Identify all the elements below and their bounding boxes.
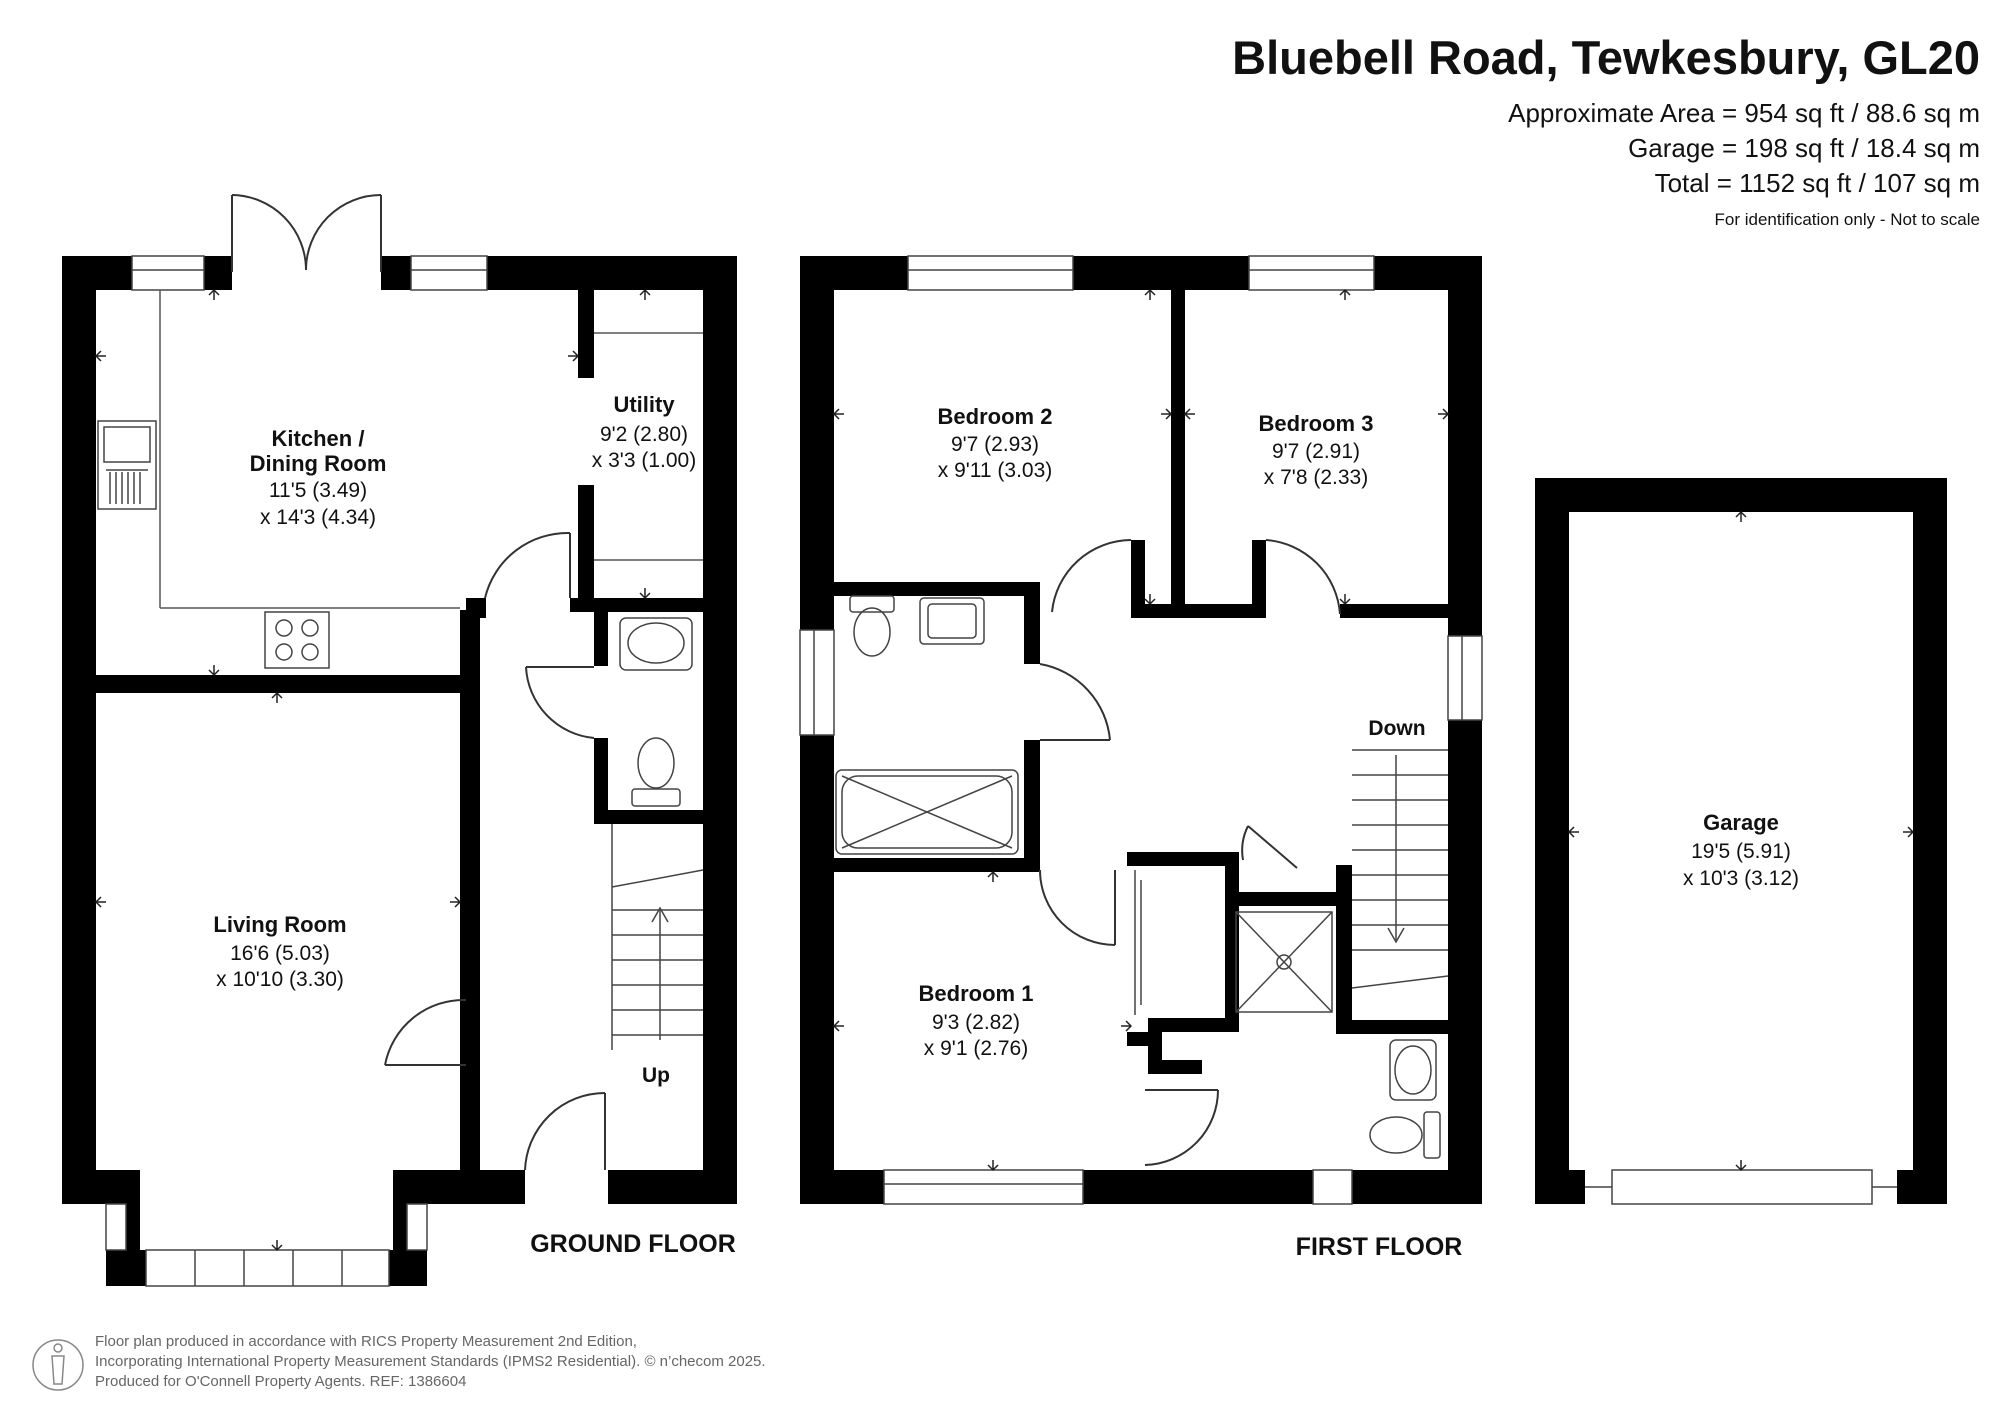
ground-floor-plan: Kitchen / Dining Room 11'5 (3.49) x 14'3…	[62, 194, 737, 1287]
footer: Floor plan produced in accordance with R…	[32, 1333, 766, 1391]
first-floor-label: FIRST FLOOR	[1296, 1233, 1463, 1261]
bedroom-2-label: Bedroom 2	[938, 404, 1053, 429]
identification-note: For identification only - Not to scale	[1714, 210, 1980, 229]
first-floor-plan: Bedroom 2 9'7 (2.93) x 9'11 (3.03) Bedro…	[799, 255, 1483, 1261]
header: Bluebell Road, Tewkesbury, GL20 Approxim…	[1232, 31, 1980, 229]
bedroom-2-dimension-2: x 9'11 (3.03)	[938, 459, 1053, 482]
garage-door	[1585, 1169, 1897, 1205]
footer-line-1: Floor plan produced in accordance with R…	[95, 1333, 637, 1350]
garage-label: Garage	[1703, 810, 1779, 835]
ground-floor-windows	[105, 255, 488, 1287]
bedroom-1-dimension-1: 9'3 (2.82)	[932, 1011, 1020, 1034]
living-room-label: Living Room	[213, 912, 346, 937]
total-area: Total = 1152 sq ft / 107 sq m	[1655, 168, 1980, 198]
first-floor-windows	[799, 255, 1483, 1205]
bedroom-2-dimension-1: 9'7 (2.93)	[951, 433, 1039, 456]
ground-floor-label: GROUND FLOOR	[530, 1230, 736, 1258]
approximate-area: Approximate Area = 954 sq ft / 88.6 sq m	[1508, 98, 1980, 128]
bedroom-1-dimension-2: x 9'1 (2.76)	[924, 1037, 1028, 1060]
kitchen-label-line-2: Dining Room	[250, 451, 387, 476]
bedroom-3-label: Bedroom 3	[1259, 411, 1374, 436]
shower-tray-icon	[1235, 911, 1333, 1013]
bedroom-3-dimension-1: 9'7 (2.91)	[1272, 440, 1360, 463]
wardrobe-icon	[1134, 870, 1142, 1015]
ground-floor-walls	[62, 256, 737, 1286]
ground-floor-stairs	[611, 824, 704, 1050]
kitchen-worktop	[159, 290, 703, 609]
bathtub-icon	[835, 769, 1019, 855]
first-floor-stairs	[1351, 749, 1449, 989]
garage-measure-arrows	[1567, 510, 1915, 1172]
kitchen-dimension-1: 11'5 (3.49)	[269, 479, 367, 502]
hob-icon	[264, 611, 330, 669]
kitchen-sink-icon	[97, 420, 157, 510]
utility-label: Utility	[613, 392, 675, 417]
bedroom-3-dimension-2: x 7'8 (2.33)	[1264, 466, 1368, 489]
wc-basin-icon	[619, 617, 693, 671]
living-room-dimension-2: x 10'10 (3.30)	[216, 968, 344, 991]
ensuite-basin-icon	[1389, 1039, 1437, 1101]
stairs-up-label: Up	[642, 1064, 670, 1087]
footer-line-3: Produced for O'Connell Property Agents. …	[95, 1373, 466, 1390]
kitchen-dimension-2: x 14'3 (4.34)	[260, 506, 376, 529]
living-room-dimension-1: 16'6 (5.03)	[230, 942, 330, 965]
first-floor-walls	[800, 256, 1482, 1204]
garage-plan: Garage 19'5 (5.91) x 10'3 (3.12)	[1535, 478, 1947, 1205]
ground-floor-doors	[384, 531, 606, 1171]
garage-area: Garage = 198 sq ft / 18.4 sq m	[1628, 133, 1980, 163]
ensuite-toilet-icon	[1369, 1111, 1441, 1159]
garage-dimension-2: x 10'3 (3.12)	[1683, 867, 1799, 890]
person-scale-icon	[32, 1339, 84, 1391]
footer-line-2: Incorporating International Property Mea…	[95, 1353, 766, 1370]
bathroom-basin-icon	[919, 597, 985, 645]
french-doors	[231, 194, 382, 272]
stairs-down-label: Down	[1368, 717, 1425, 740]
property-title: Bluebell Road, Tewkesbury, GL20	[1232, 31, 1980, 84]
bedroom-1-label: Bedroom 1	[919, 981, 1034, 1006]
ground-floor-measure-arrows	[94, 288, 651, 1252]
first-floor-doors	[1039, 539, 1341, 1166]
garage-dimension-1: 19'5 (5.91)	[1691, 840, 1791, 863]
garage-walls	[1535, 478, 1947, 1204]
utility-dimension-2: x 3'3 (1.00)	[592, 449, 696, 472]
wc-toilet-icon	[631, 737, 681, 807]
utility-dimension-1: 9'2 (2.80)	[600, 423, 688, 446]
kitchen-label-line-1: Kitchen /	[272, 426, 365, 451]
first-floor-measure-arrows	[832, 288, 1450, 1172]
bathroom-toilet-icon	[849, 595, 895, 657]
